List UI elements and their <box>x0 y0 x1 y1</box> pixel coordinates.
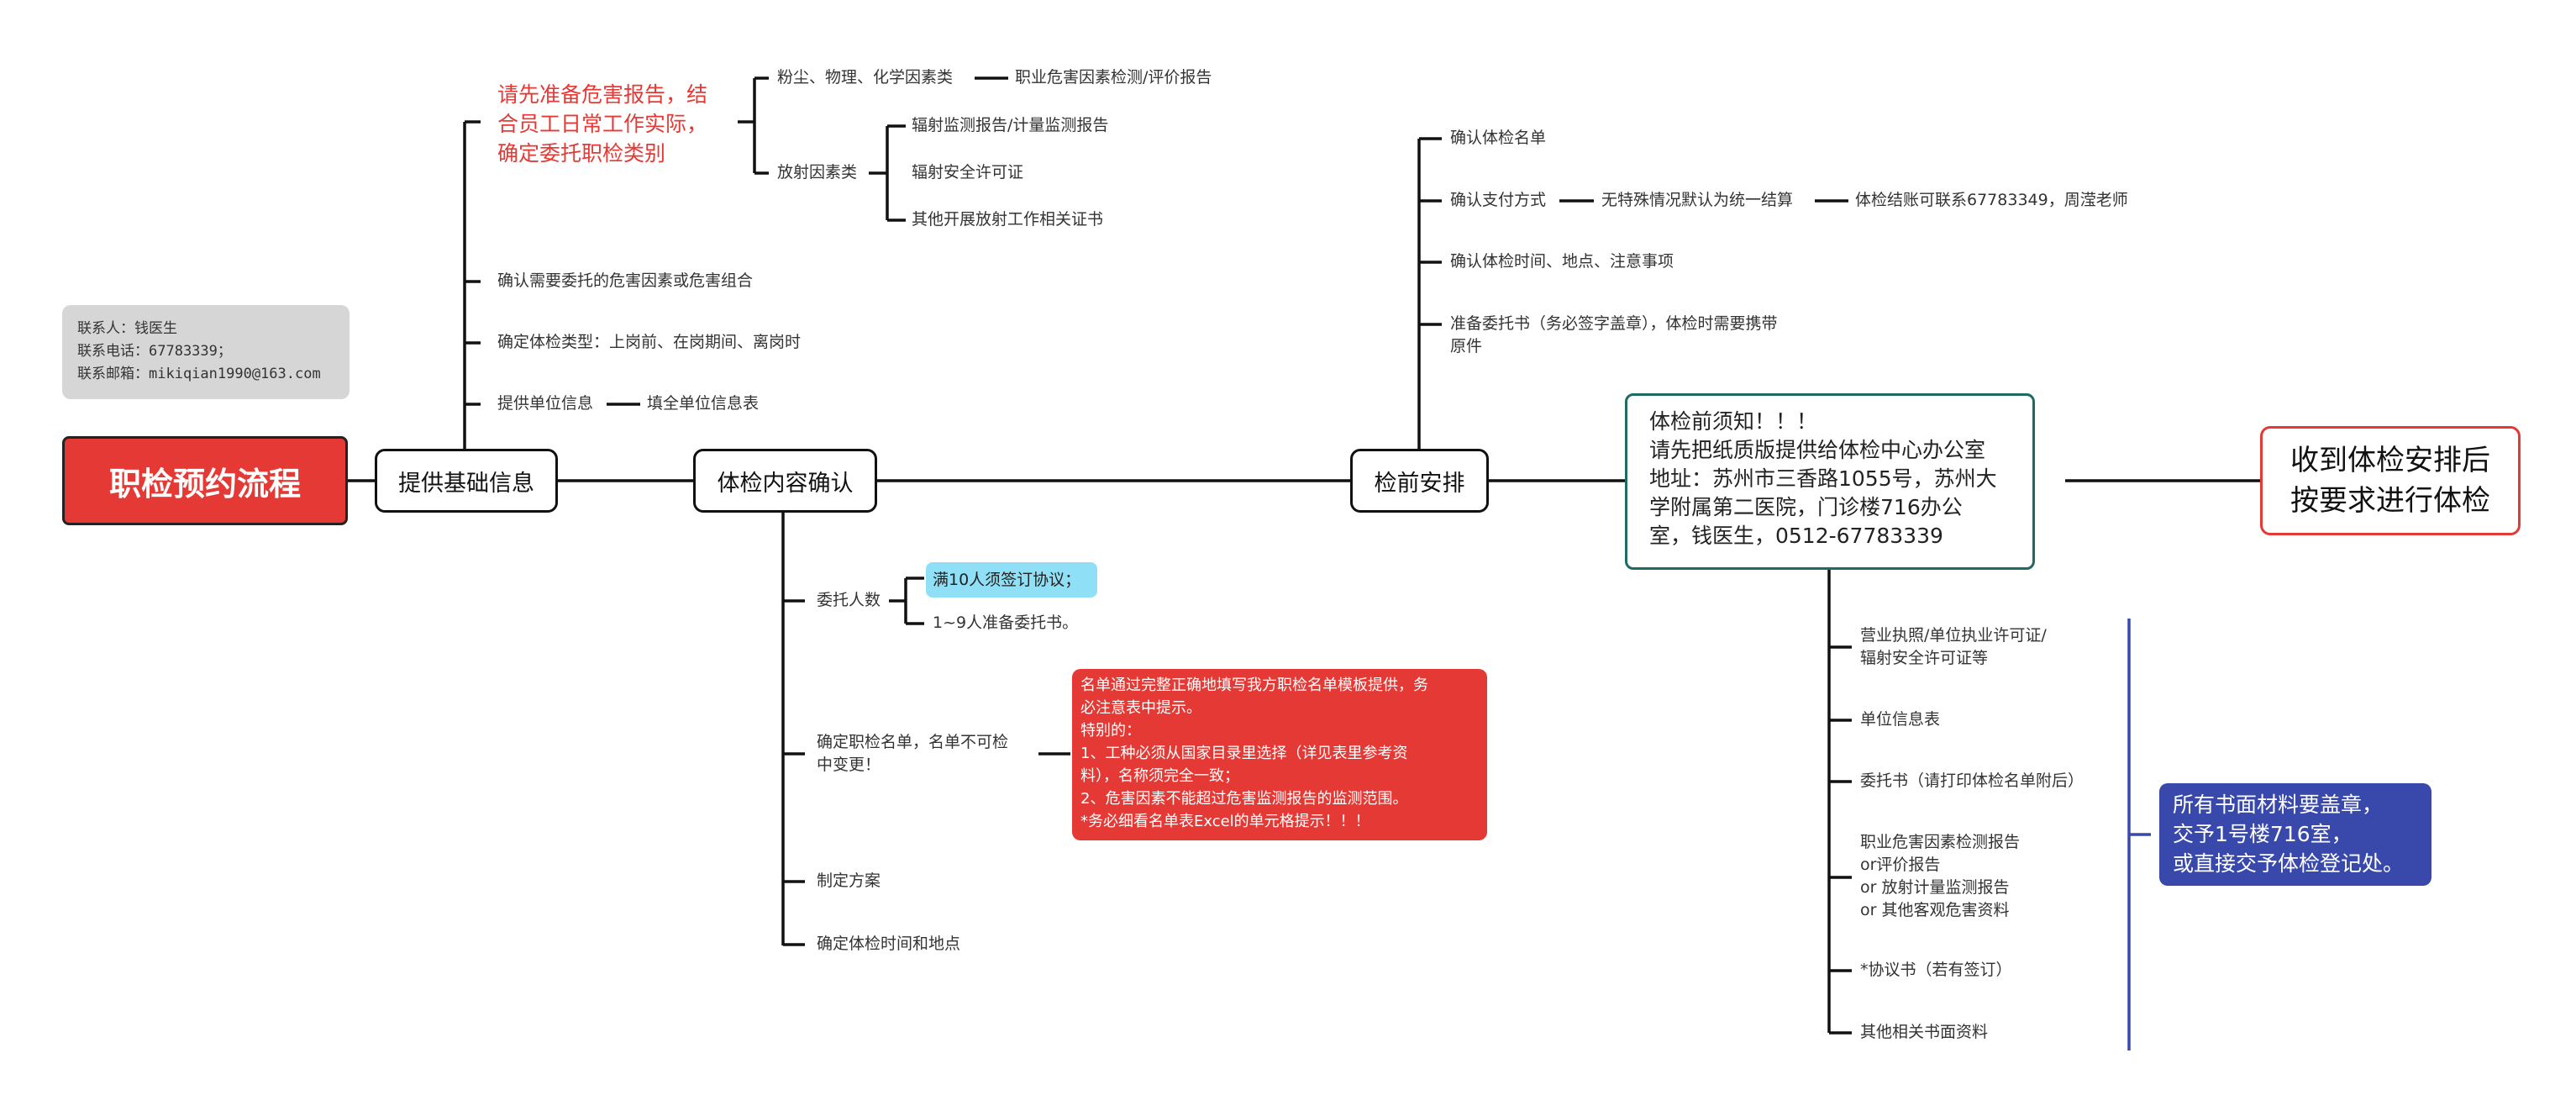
root-node: 职检预约流程 <box>62 436 348 525</box>
unit-info: 提供单位信息 <box>497 394 594 413</box>
radiation-factors: 放射因素类 <box>777 163 858 182</box>
people-10-label: 满10人须签订协议； <box>933 571 1081 589</box>
prepare-letter: 准备委托书（务必签字盖章），体检时需要携带 原件 <box>1450 314 1778 355</box>
confirm-time-place: 确认体检时间、地点、注意事项 <box>1450 252 1674 271</box>
final-label: 收到体检安排后 按要求进行体检 <box>2290 444 2490 518</box>
contact-phone: 联系电话：67783339； <box>77 343 232 360</box>
material-reports: 职业危害因素检测报告 or评价报告 or 放射计量监测报告 or 其他客观危害资… <box>1860 833 2021 919</box>
people-9-note: 1~9人准备委托书。 <box>933 613 1079 632</box>
people-10-note: 满10人须签订协议； <box>926 562 1097 598</box>
dust-report: 职业危害因素检测/评价报告 <box>1015 68 1212 87</box>
confirm-exam-list: 确认体检名单 <box>1450 129 1547 147</box>
node-pre-arrangement-label: 检前安排 <box>1374 470 1465 497</box>
people-count: 委托人数 <box>817 591 881 609</box>
node-pre-arrangement: 检前安排 <box>1350 449 1489 513</box>
node-basic-info-label: 提供基础信息 <box>398 470 534 497</box>
confirm-list: 确定职检名单，名单不可检 中变更！ <box>817 733 1009 774</box>
material-letter: 委托书（请打印体检名单附后） <box>1860 771 2084 790</box>
unit-info-form: 填全单位信息表 <box>647 394 760 413</box>
radiation-item: 辐射监测报告/计量监测报告 <box>912 116 1109 134</box>
stamp-note-box: 所有书面材料要盖章， 交予1号楼716室， 或直接交予体检登记处。 <box>2159 783 2431 886</box>
material-license: 营业执照/单位执业许可证/ 辐射安全许可证等 <box>1860 626 2047 667</box>
list-note-text: 名单通过完整正确地填写我方职检名单模板提供，务 必注意表中提示。 特别的： 1、… <box>1080 677 1428 830</box>
notice-text: 体检前须知！！！ 请先把纸质版提供给体检中心办公室 地址：苏州市三香路1055号… <box>1649 409 1997 548</box>
confirm-factors: 确认需要委托的危害因素或危害组合 <box>497 271 754 290</box>
contact-email: 联系邮箱：mikiqian1990@163.com <box>77 366 321 382</box>
material-unit-form: 单位信息表 <box>1860 710 1941 729</box>
list-note-box: 名单通过完整正确地填写我方职检名单模板提供，务 必注意表中提示。 特别的： 1、… <box>1072 669 1487 840</box>
contact-box: 联系人：钱医生 联系电话：67783339； 联系邮箱：mikiqian1990… <box>62 305 350 399</box>
exam-time-place: 确定体检时间和地点 <box>817 935 961 953</box>
confirm-exam-type: 确定体检类型：上岗前、在岗期间、离岗时 <box>497 333 802 351</box>
payment-contact: 体检结账可联系67783349，周滢老师 <box>1855 191 2128 209</box>
root-title: 职检预约流程 <box>108 465 301 503</box>
node-basic-info: 提供基础信息 <box>375 449 558 513</box>
radiation-item: 其他开展放射工作相关证书 <box>912 210 1104 229</box>
contact-name: 联系人：钱医生 <box>77 320 177 337</box>
radiation-item: 辐射安全许可证 <box>912 163 1024 182</box>
final-node: 收到体检安排后 按要求进行体检 <box>2260 426 2521 535</box>
hazard-report-note: 请先准备危害报告，结 合员工日常工作实际， 确定委托职检类别 <box>497 82 708 166</box>
dust-factors: 粉尘、物理、化学因素类 <box>777 68 954 87</box>
material-other: 其他相关书面资料 <box>1860 1023 1989 1041</box>
payment-default: 无特殊情况默认为统一结算 <box>1601 191 1794 209</box>
make-plan: 制定方案 <box>817 871 881 890</box>
stamp-note-text: 所有书面材料要盖章， 交予1号楼716室， 或直接交予体检登记处。 <box>2173 792 2405 876</box>
notice-box: 体检前须知！！！ 请先把纸质版提供给体检中心办公室 地址：苏州市三香路1055号… <box>1625 393 2035 570</box>
node-content-confirm-label: 体检内容确认 <box>717 470 854 497</box>
payment-method: 确认支付方式 <box>1450 191 1547 209</box>
node-content-confirm: 体检内容确认 <box>693 449 877 513</box>
material-agreement: *协议书（若有签订） <box>1860 961 2012 979</box>
